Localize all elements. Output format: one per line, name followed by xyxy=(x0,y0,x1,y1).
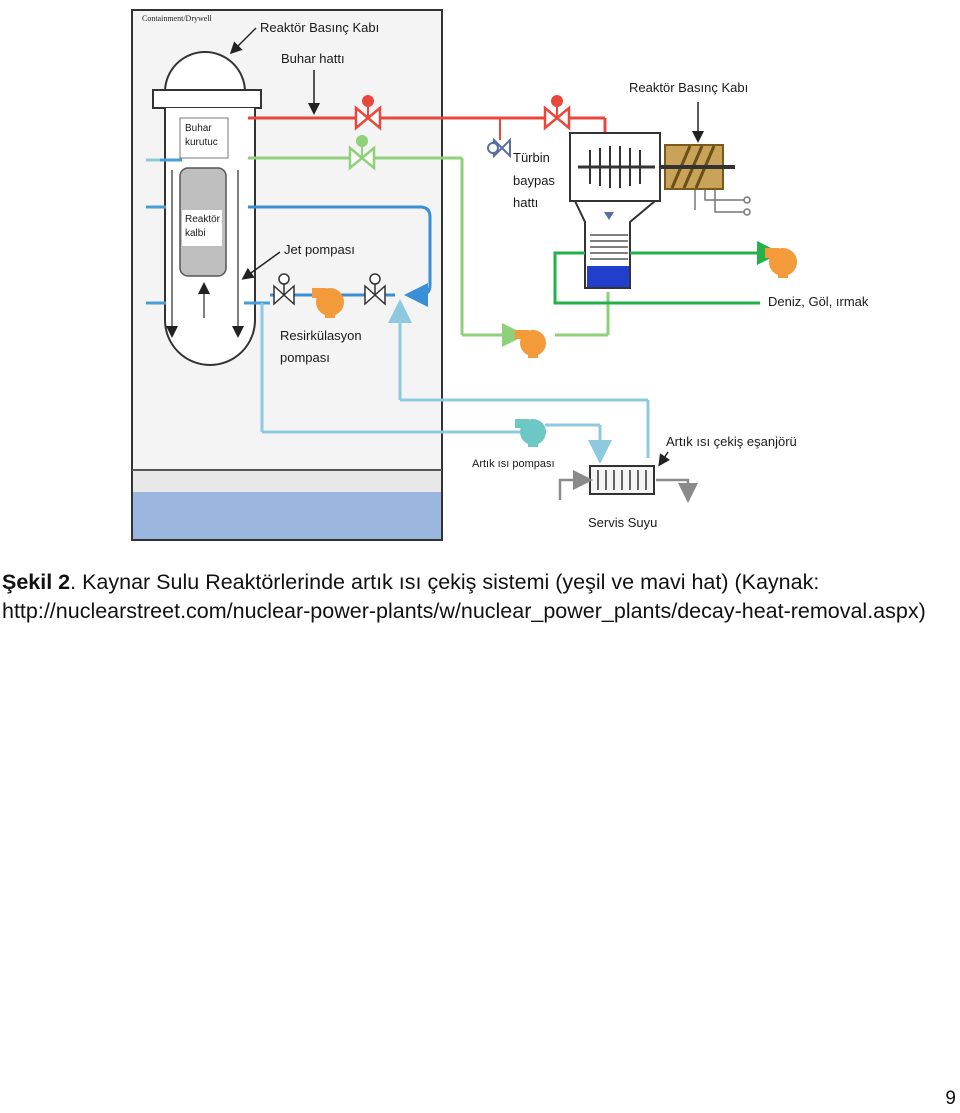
service-water-lines xyxy=(558,470,698,503)
steam-dryer-label-2: kurutuc xyxy=(185,137,218,148)
steam-dryer xyxy=(179,117,229,159)
recirc-pump-label-2: pompası xyxy=(280,350,330,365)
hx-pointer xyxy=(658,451,670,467)
turbine xyxy=(569,132,661,202)
steam-isolation-valve-1 xyxy=(354,95,382,131)
rhr-hx-label: Artık ısı çekiş eşanjörü xyxy=(666,434,797,449)
service-water-label: Servis Suyu xyxy=(588,515,657,530)
turbine-bypass-label-3: hattı xyxy=(513,195,538,210)
suppression-pool xyxy=(133,492,441,539)
decay-heat-removal-diagram: Containment/Drywell Buhar kurutuc Reaktö… xyxy=(131,9,869,541)
feedwater-pump-icon xyxy=(515,330,546,358)
recirculation-pump-icon xyxy=(312,288,344,318)
recirc-valve-1 xyxy=(273,273,295,306)
core-label-2: kalbi xyxy=(185,228,206,239)
rhr-heat-exchanger xyxy=(589,465,655,495)
generator xyxy=(660,144,751,216)
recirc-pump-label-1: Resirkülasyon xyxy=(280,328,362,343)
feedwater-valve xyxy=(348,135,376,171)
jet-pump-label: Jet pompası xyxy=(284,242,355,257)
turbine-bypass-label-2: baypas xyxy=(513,173,555,188)
reactor-pressure-vessel: Buhar kurutuc Reaktör kalbi xyxy=(146,51,270,366)
recirc-valve-2 xyxy=(364,273,386,306)
figure-number: Şekil 2 xyxy=(2,570,71,594)
cooling-water-loop xyxy=(553,241,781,305)
sea-lake-river-label: Deniz, Göl, ırmak xyxy=(768,294,869,309)
turbine-bypass-valve xyxy=(487,137,511,159)
containment-label: Containment/Drywell xyxy=(142,14,213,23)
jet-pump-pointer xyxy=(241,251,281,280)
circulating-water-pump-icon xyxy=(765,248,797,278)
figure-caption: Şekil 2. Kaynar Sulu Reaktörlerinde artı… xyxy=(2,568,960,626)
turbine-bypass-label-1: Türbin xyxy=(513,150,550,165)
steam-dryer-label-1: Buhar xyxy=(185,123,212,134)
caption-text: . Kaynar Sulu Reaktörlerinde artık ısı ç… xyxy=(2,570,926,623)
steam-isolation-valve-2 xyxy=(543,95,571,131)
rhr-pump-label: Artık ısı pompası xyxy=(472,458,555,470)
core-label-1: Reaktör xyxy=(185,214,221,225)
steam-line-label: Buhar hattı xyxy=(281,51,345,66)
reactor-vessel-right-label: Reaktör Basınç Kabı xyxy=(629,80,748,95)
condenser xyxy=(573,200,658,289)
page-number: 9 xyxy=(945,1088,956,1109)
rhr-line xyxy=(260,299,650,464)
rhr-pump-icon xyxy=(515,419,546,447)
reactor-vessel-label: Reaktör Basınç Kabı xyxy=(260,20,379,35)
vessel-pointer xyxy=(229,27,257,55)
